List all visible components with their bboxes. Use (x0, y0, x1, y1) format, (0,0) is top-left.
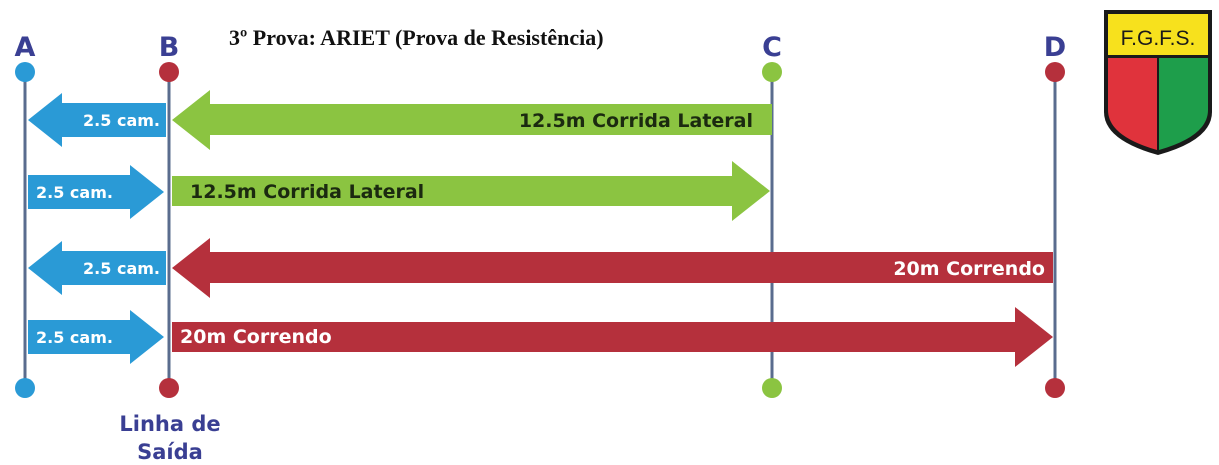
arrow-label: 12.5m Corrida Lateral (519, 110, 753, 132)
dot-b-top (159, 62, 179, 82)
arrow-c-to-b: 12.5m Corrida Lateral (172, 90, 772, 150)
arrow-label: 20m Correndo (893, 258, 1045, 280)
arrow-b-to-d: 20m Correndo (172, 307, 1053, 367)
logo-text: F.G.F.S. (1121, 27, 1196, 50)
dot-d-bottom (1045, 378, 1065, 398)
point-label-b: B (159, 32, 180, 63)
dot-a-bottom (15, 378, 35, 398)
dot-a-top (15, 62, 35, 82)
dot-c-bottom (762, 378, 782, 398)
small-arrow-right-2: 2.5 cam. (28, 310, 164, 364)
dot-d-top (1045, 62, 1065, 82)
small-arrow-label: 2.5 cam. (83, 259, 160, 278)
start-line-label-2: Saída (137, 440, 203, 464)
arrow-label: 20m Correndo (180, 326, 332, 348)
small-arrow-right-1: 2.5 cam. (28, 165, 164, 219)
diagram-title: 3º Prova: ARIET (Prova de Resistência) (229, 25, 604, 50)
arrow-d-to-b: 20m Correndo (172, 238, 1053, 298)
dot-b-bottom (159, 378, 179, 398)
small-arrow-left-2: 2.5 cam. (28, 241, 166, 295)
start-line-label-1: Linha de (119, 412, 220, 436)
arrow-b-to-c: 12.5m Corrida Lateral (172, 161, 770, 221)
point-label-d: D (1044, 32, 1066, 63)
small-arrow-label: 2.5 cam. (83, 111, 160, 130)
small-arrow-label: 2.5 cam. (36, 328, 113, 347)
point-label-a: A (15, 32, 36, 63)
point-label-c: C (762, 32, 782, 63)
fgfs-shield-logo: F.G.F.S. (1104, 10, 1212, 155)
arrow-label: 12.5m Corrida Lateral (190, 181, 424, 203)
small-arrow-label: 2.5 cam. (36, 183, 113, 202)
dot-c-top (762, 62, 782, 82)
small-arrow-left-1: 2.5 cam. (28, 93, 166, 147)
